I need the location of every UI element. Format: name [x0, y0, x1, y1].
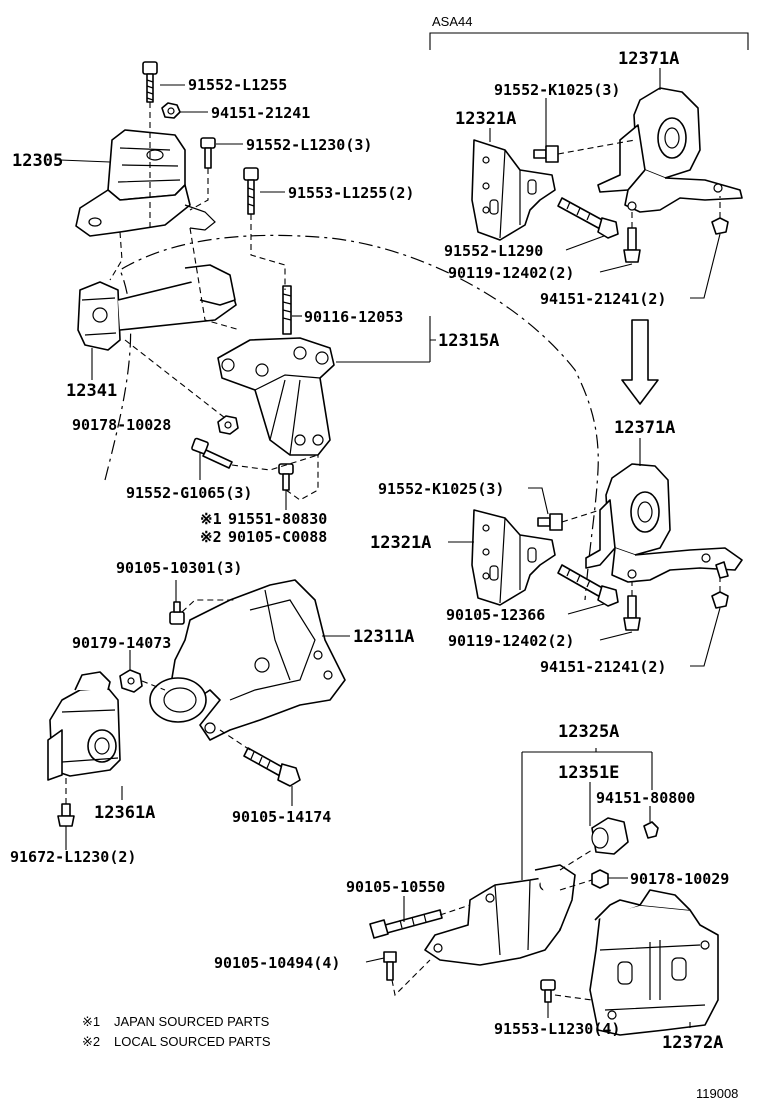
note-1-mark: ※1	[82, 1014, 100, 1029]
nut-90178-10028	[217, 415, 239, 435]
label-91552-L1255: 91552-L1255	[188, 76, 287, 94]
bolt-90119-12402-top	[623, 227, 641, 263]
nut-94151-21241-top	[711, 217, 729, 235]
label-12321A-top: 12321A	[455, 109, 516, 129]
label-12372A: 12372A	[662, 1033, 723, 1053]
label-90116-12053: 90116-12053	[304, 308, 403, 326]
mount-12371A-top	[597, 87, 743, 213]
label-91552-L1290: 91552-L1290	[444, 242, 543, 260]
label-90105-C0088-mark: ※2	[200, 528, 222, 546]
nut-94151-21241	[161, 102, 181, 119]
label-12351E: 12351E	[558, 763, 619, 783]
label-90119-12402-top: 90119-12402(2)	[448, 264, 574, 282]
label-91552-G1065: 91552-G1065(3)	[126, 484, 252, 502]
bolt-90105-10550	[369, 909, 443, 939]
engine-outline	[104, 234, 599, 601]
guide-lines-top-right	[557, 139, 721, 228]
label-90105-10494: 90105-10494(4)	[214, 954, 340, 972]
bolt-91551-80830	[278, 463, 294, 491]
nut-90179-14073	[119, 669, 143, 693]
labels: 91552-L1255 94151-21241 12305 91552-L123…	[10, 49, 738, 1101]
label-91551-80830: 91551-80830	[228, 510, 327, 528]
guide-lines-upper-left	[109, 102, 319, 501]
bolt-91552-L1230	[200, 137, 216, 169]
label-90179-14073: 90179-14073	[72, 634, 171, 652]
label-12341: 12341	[66, 381, 117, 401]
label-12361A: 12361A	[94, 803, 155, 823]
label-91551-80830-mark: ※1	[200, 510, 222, 528]
label-90105-12366: 90105-12366	[446, 606, 545, 624]
bolt-90105-10494	[383, 951, 397, 981]
label-12311A: 12311A	[353, 627, 414, 647]
bolt-91552-L1290	[557, 197, 619, 239]
label-12321A-bottom: 12321A	[370, 533, 431, 553]
label-90105-C0088: 90105-C0088	[228, 528, 327, 546]
label-94151-21241-bottom: 94151-21241(2)	[540, 658, 666, 676]
bolt-90105-14174	[243, 747, 301, 787]
bracket-12321A-top	[471, 139, 556, 241]
variant-label: ASA44	[432, 14, 472, 29]
label-91672-L1230: 91672-L1230(2)	[10, 848, 136, 866]
bracket-12321A-bottom	[471, 509, 556, 606]
label-90119-12402-bottom: 90119-12402(2)	[448, 632, 574, 650]
label-12371A-bottom: 12371A	[614, 418, 675, 438]
nut-94151-80800	[643, 821, 659, 839]
label-12315A: 12315A	[438, 331, 499, 351]
note-2-text: LOCAL SOURCED PARTS	[114, 1034, 271, 1049]
mount-12341	[77, 264, 237, 351]
bolt-91552-G1065	[191, 437, 233, 469]
guide-lines-lower-right	[391, 849, 593, 1001]
bolt-91672-L1230	[57, 803, 75, 827]
variant-bracket: ASA44	[429, 14, 749, 50]
mount-12371A-bottom	[585, 463, 743, 583]
bolt-91552-K1025-top	[533, 145, 559, 163]
bracket-12325A	[424, 864, 576, 966]
label-12305: 12305	[12, 151, 63, 171]
bolt-90119-12402-bottom	[623, 595, 641, 631]
label-94151-21241-top: 94151-21241(2)	[540, 290, 666, 308]
bolt-90105-10301	[169, 601, 185, 625]
label-90105-10301: 90105-10301(3)	[116, 559, 242, 577]
stud-90116-12053	[282, 285, 292, 335]
bracket-12311A	[149, 579, 346, 741]
bolt-90105-12366	[557, 564, 619, 607]
label-91553-L1230: 91553-L1230(4)	[494, 1020, 620, 1038]
bolt-91552-L1255	[142, 61, 158, 103]
bolt-91553-L1230	[540, 979, 556, 1003]
label-90178-10028: 90178-10028	[72, 416, 171, 434]
label-94151-80800: 94151-80800	[596, 789, 695, 807]
figure-number: 119008	[696, 1086, 738, 1101]
guide-lines-middle-right	[561, 509, 721, 596]
label-12371A-top: 12371A	[618, 49, 679, 69]
mount-12361A	[47, 671, 121, 781]
crossmember-12372A	[589, 889, 719, 1036]
bolt-91553-L1255	[243, 167, 259, 215]
label-90105-10550: 90105-10550	[346, 878, 445, 896]
label-94151-21241: 94151-21241	[211, 104, 310, 122]
note-2-mark: ※2	[82, 1034, 100, 1049]
down-arrow	[621, 319, 659, 405]
guide-lines-middle	[141, 599, 251, 751]
label-90178-10029: 90178-10029	[630, 870, 729, 888]
label-90105-14174: 90105-14174	[232, 808, 331, 826]
label-91552-L1230: 91552-L1230(3)	[246, 136, 372, 154]
bushing-12351E	[591, 817, 629, 855]
mount-12305	[75, 129, 216, 237]
nut-90178-10029	[591, 869, 609, 889]
bolt-91552-K1025-bottom	[537, 513, 563, 531]
label-91552-K1025-top: 91552-K1025(3)	[494, 81, 620, 99]
label-91553-L1255: 91553-L1255(2)	[288, 184, 414, 202]
nut-94151-21241-bottom	[711, 591, 729, 609]
label-12325A: 12325A	[558, 722, 619, 742]
label-91552-K1025-bottom: 91552-K1025(3)	[378, 480, 504, 498]
note-1-text: JAPAN SOURCED PARTS	[114, 1014, 270, 1029]
bracket-12315A	[217, 337, 335, 456]
